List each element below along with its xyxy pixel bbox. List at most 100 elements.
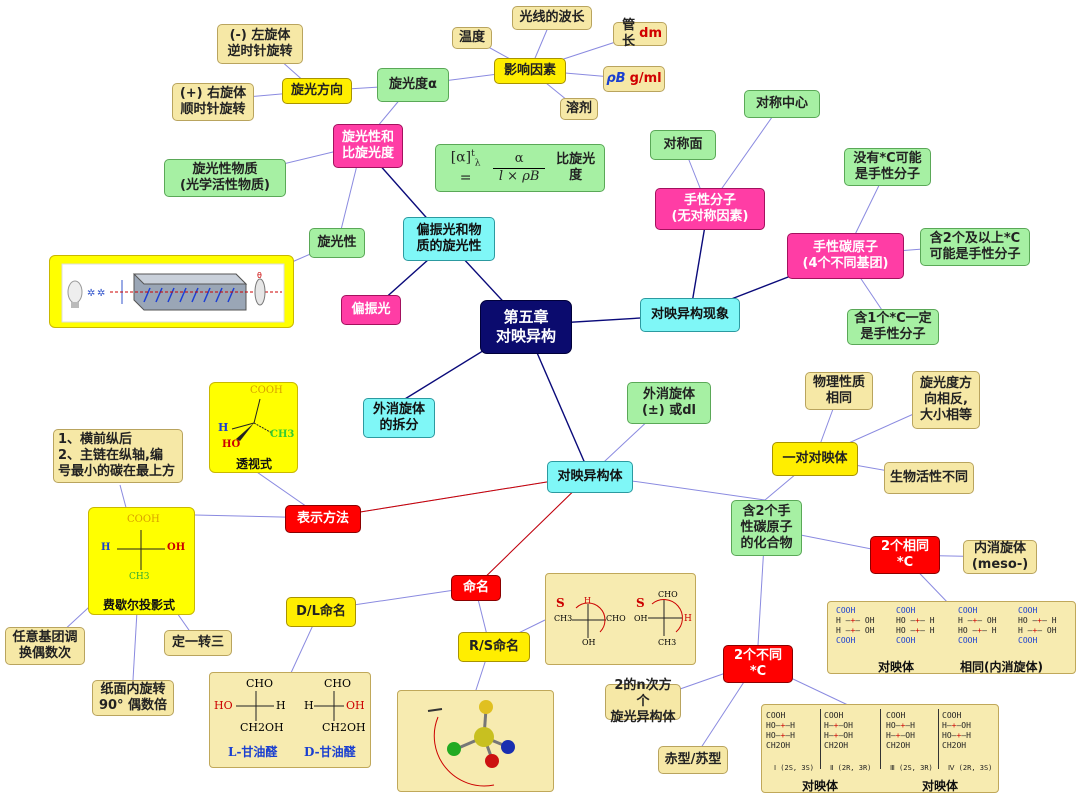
fischer-cooh: COOH [127, 514, 160, 525]
swap-groups-node[interactable]: 任意基团调 换偶数次 [5, 627, 85, 665]
rs-right-ch3: CH3 [658, 638, 677, 647]
physical-props-node[interactable]: 物理性质 相同 [805, 372, 873, 410]
fischer-oh: OH [167, 542, 186, 553]
perspective-label: 透视式 [236, 457, 273, 471]
rs-left-cho: CHO [606, 614, 626, 623]
no-chiral-carbon-node[interactable]: 没有*C可能 是手性分子 [844, 148, 931, 186]
svg-text:✲: ✲ [97, 288, 105, 299]
factor-solvent[interactable]: 溶剂 [560, 98, 598, 120]
d-glyceraldehyde-label: D-甘油醛 [304, 745, 356, 759]
specific-rotation-formula[interactable]: [α]tλ = α l × ρB 比旋光度 [435, 144, 605, 192]
racemate-split-node[interactable]: 外消旋体 的拆分 [363, 398, 435, 438]
divider-3 [938, 709, 939, 769]
persp-h: H [218, 421, 229, 434]
svg-text:θ: θ [257, 271, 262, 280]
optical-activity-node[interactable]: 旋光性 [309, 228, 365, 258]
factors-node[interactable]: 影响因素 [494, 58, 566, 84]
rs-right-cho: CHO [658, 590, 678, 599]
persp-ho: HO [222, 439, 241, 450]
l-ho: HO [214, 699, 233, 712]
perspective-panel: COOH H CH3 HO 透视式 [209, 382, 298, 473]
polarized-rotation-node[interactable]: 偏振光和物 质的旋光性 [403, 217, 495, 261]
rs-left-ch3: CH3 [554, 614, 573, 623]
fischer-ch3: CH3 [129, 572, 150, 582]
factor-wavelength[interactable]: 光线的波长 [512, 6, 592, 30]
formula-denominator: l × ρB [498, 168, 540, 184]
config-3: Ⅲ (2S, 3R) [890, 764, 933, 772]
glyceraldehyde-panel: CHO HO H CH2OH CHO H OH CH2OH L-甘油醛 D-甘油… [209, 672, 371, 768]
fischer-rules-node[interactable]: 1、横前纵后 2、主链在纵轴,编 号最小的碳在最上方 [53, 429, 183, 483]
polarized-light-node[interactable]: 偏振光 [341, 295, 401, 325]
fischer-cross [117, 530, 165, 570]
d-ch2oh: CH2OH [322, 721, 366, 734]
representation-node[interactable]: 表示方法 [285, 505, 361, 533]
two-chiral-compound-node[interactable]: 含2个手 性碳原子 的化合物 [731, 500, 802, 556]
factor-conc-unit: g/ml [629, 70, 662, 86]
same-chiral-carbons-node[interactable]: 2个相同 *C [870, 536, 940, 574]
fischer-label: 费歇尔投影式 [103, 598, 176, 612]
bio-activity-node[interactable]: 生物活性不同 [884, 462, 974, 494]
rotation-title-node[interactable]: 旋光性和 比旋光度 [333, 124, 403, 168]
rotation-opposite-node[interactable]: 旋光度方 向相反, 大小相等 [912, 371, 980, 429]
d-cho: CHO [324, 677, 352, 690]
optical-rotation-node[interactable]: 旋光度α [377, 68, 449, 102]
rs-right-h: H [684, 614, 692, 624]
config-1: Ⅰ (2S, 3S) [774, 764, 814, 772]
central-topic[interactable]: 第五章 对映异构 [480, 300, 572, 354]
chiral-carbon-node[interactable]: 手性碳原子 (4个不同基团) [787, 233, 904, 279]
fix-one-rotate-three-node[interactable]: 定一转三 [164, 630, 232, 656]
different-chiral-carbons-node[interactable]: 2个不同 *C [723, 645, 793, 683]
formula-bar [493, 167, 546, 169]
divider-2 [880, 709, 881, 769]
naming-node[interactable]: 命名 [451, 575, 501, 601]
isomers-node[interactable]: 对映异构体 [547, 461, 633, 493]
rs-example-panel: S S H CH3 CHO OH CHO OH H CH3 [545, 573, 696, 665]
perspective-bonds [231, 398, 273, 441]
formula-label: 比旋光度 [556, 151, 596, 183]
formula-bracket: [α]tλ = [450, 148, 481, 186]
levo-node[interactable]: (-) 左旋体 逆时针旋转 [217, 24, 303, 64]
fischer-panel: COOH H OH CH3 费歇尔投影式 [88, 507, 195, 615]
symmetry-center-node[interactable]: 对称中心 [744, 90, 820, 118]
racemate-node[interactable]: 外消旋体 (±) 或dl [627, 382, 711, 424]
config-2: Ⅱ (2R, 3R) [830, 764, 872, 772]
two-chiral-carbons-node[interactable]: 含2个及以上*C 可能是手性分子 [920, 228, 1030, 266]
factor-temperature[interactable]: 温度 [452, 27, 492, 49]
formula-fraction: α l × ρB [493, 151, 546, 185]
config-4: Ⅳ (2R, 3S) [948, 764, 993, 772]
rs-left-oh: OH [582, 638, 596, 647]
svg-text:✲: ✲ [87, 288, 95, 299]
dl-naming-node[interactable]: D/L命名 [286, 597, 356, 627]
factor-conc-symbol: ρB [606, 70, 626, 86]
l-glyceraldehyde-label: L-甘油醛 [228, 745, 278, 759]
meso-node[interactable]: 内消旋体 (meso-) [963, 540, 1037, 574]
ball-stick-panel [397, 690, 554, 792]
direction-node[interactable]: 旋光方向 [282, 78, 352, 104]
rotate-90-node[interactable]: 纸面内旋转 90° 偶数倍 [92, 680, 174, 716]
meso-enantiomer-label: 对映体 [878, 660, 915, 674]
rs-naming-node[interactable]: R/S命名 [458, 632, 530, 662]
active-substance-node[interactable]: 旋光性物质 (光学活性物质) [164, 159, 286, 197]
factor-tube-unit: dm [639, 25, 662, 41]
phenomenon-node[interactable]: 对映异构现象 [640, 298, 740, 332]
enantiomer-label-b: 对映体 [922, 779, 959, 793]
erythro-threo-node[interactable]: 赤型/苏型 [658, 746, 728, 774]
chiral-molecule-node[interactable]: 手性分子 (无对称因素) [655, 188, 765, 230]
one-chiral-carbon-node[interactable]: 含1个*C一定 是手性分子 [847, 309, 939, 345]
dextro-node[interactable]: (+) 右旋体 顺时针旋转 [172, 83, 254, 121]
enantiomer-label-a: 对映体 [802, 779, 839, 793]
polarimeter-diagram: ✲ ✲ θ [61, 263, 285, 323]
symmetry-plane-node[interactable]: 对称面 [650, 130, 716, 160]
enantiomer-pair-node[interactable]: 一对对映体 [772, 442, 858, 476]
l-cho: CHO [246, 677, 274, 690]
persp-ch3: CH3 [270, 429, 295, 440]
two-n-isomers-node[interactable]: 2的n次方个 旋光异构体 [605, 678, 681, 725]
rs-right-oh: OH [634, 614, 648, 623]
